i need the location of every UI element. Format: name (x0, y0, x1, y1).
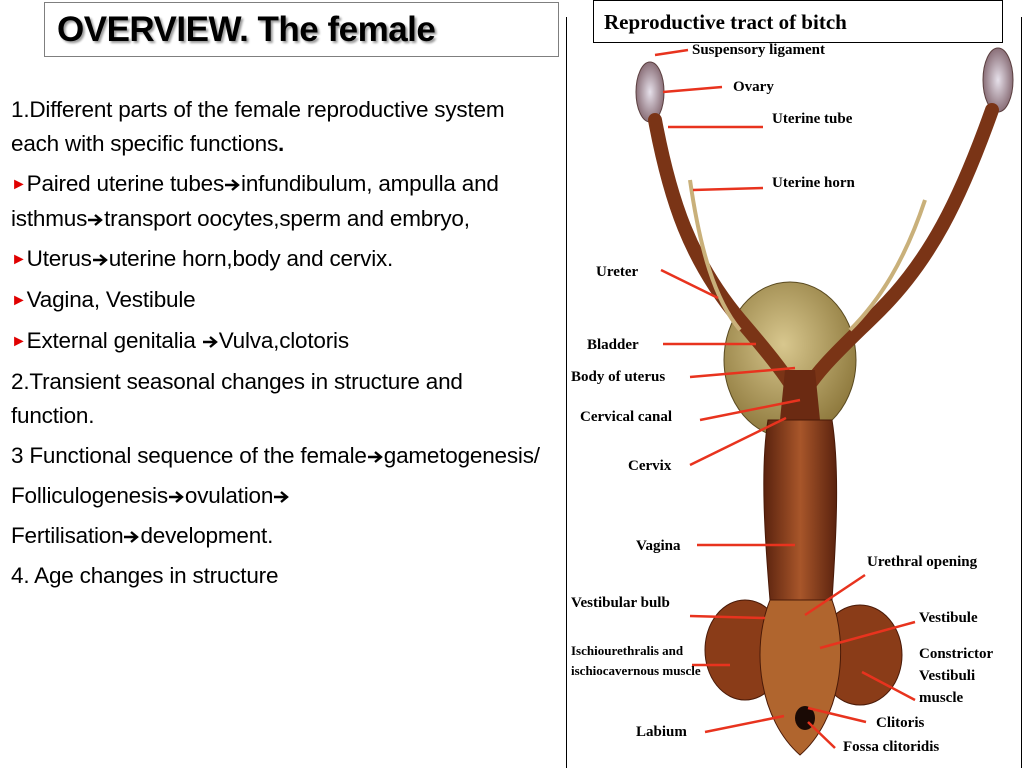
slide-body: 1.Different parts of the female reproduc… (11, 93, 551, 599)
right-arrow-icon (124, 531, 140, 543)
label-ovary: Ovary (733, 79, 774, 95)
label-uterine-horn: Uterine horn (772, 175, 855, 191)
bullet-vagina: ►Vagina, Vestibule (11, 287, 196, 312)
label-ureter: Ureter (596, 264, 639, 280)
bullet-icon: ► (11, 176, 27, 193)
label-vestibule: Vestibule (919, 610, 978, 626)
label-labium: Labium (636, 724, 687, 740)
left-ovary-shape (635, 61, 665, 123)
label-body-of-uterus: Body of uterus (571, 369, 666, 385)
vestibule-shape (759, 599, 842, 756)
right-arrow-icon (202, 336, 218, 348)
figure-frame (566, 17, 1022, 768)
label-vagina: Vagina (636, 538, 681, 554)
left-ureter-shape (688, 179, 742, 332)
vagina-shape (763, 419, 838, 601)
label-clitoris: Clitoris (876, 715, 925, 731)
right-arrow-icon (367, 451, 383, 463)
label-vestibular-bulb: Vestibular bulb (571, 595, 670, 611)
slide-title: OVERVIEW. The female (57, 10, 436, 49)
bullet-icon: ► (11, 251, 27, 268)
uterus-body-shape (780, 370, 820, 420)
right-arrow-icon (225, 179, 240, 191)
label-bladder: Bladder (587, 337, 639, 353)
label-fossa-clitoridis: Fossa clitoridis (843, 739, 940, 755)
figure-title: Reproductive tract of bitch (604, 10, 847, 34)
figure-title-box: Reproductive tract of bitch (593, 0, 1003, 43)
label-constrictor-vestibuli: Constrictor Vestibuli muscle (919, 646, 993, 706)
right-ureter-shape (848, 199, 927, 332)
label-cervix: Cervix (628, 458, 672, 474)
right-arrow-icon (92, 254, 108, 266)
pointer-lines (654, 48, 916, 749)
right-uterine-horn-shape (793, 103, 999, 407)
right-ovary-shape (982, 47, 1014, 113)
right-arrow-icon (168, 491, 184, 503)
label-cervical-canal: Cervical canal (580, 409, 673, 425)
label-ischiourethralis: Ischiourethralis and ischiocavernous mus… (571, 643, 701, 678)
paragraph-2: 2.Transient seasonal changes in structur… (11, 369, 463, 428)
bullet-icon: ► (11, 333, 27, 350)
slide-title-box: OVERVIEW. The female (44, 2, 559, 57)
right-arrow-icon (88, 214, 103, 226)
paragraph-1: 1.Different parts of the female reproduc… (11, 97, 505, 156)
paragraph-4: 4. Age changes in structure (11, 563, 279, 588)
label-suspensory-ligament: Suspensory ligament (692, 42, 825, 58)
label-uterine-tube: Uterine tube (772, 111, 853, 127)
right-arrow-icon (274, 491, 290, 503)
bullet-external-genitalia: ►External genitalia Vulva,clotoris (11, 328, 349, 353)
bullet-icon: ► (11, 292, 27, 309)
label-urethral-opening: Urethral opening (867, 554, 978, 570)
